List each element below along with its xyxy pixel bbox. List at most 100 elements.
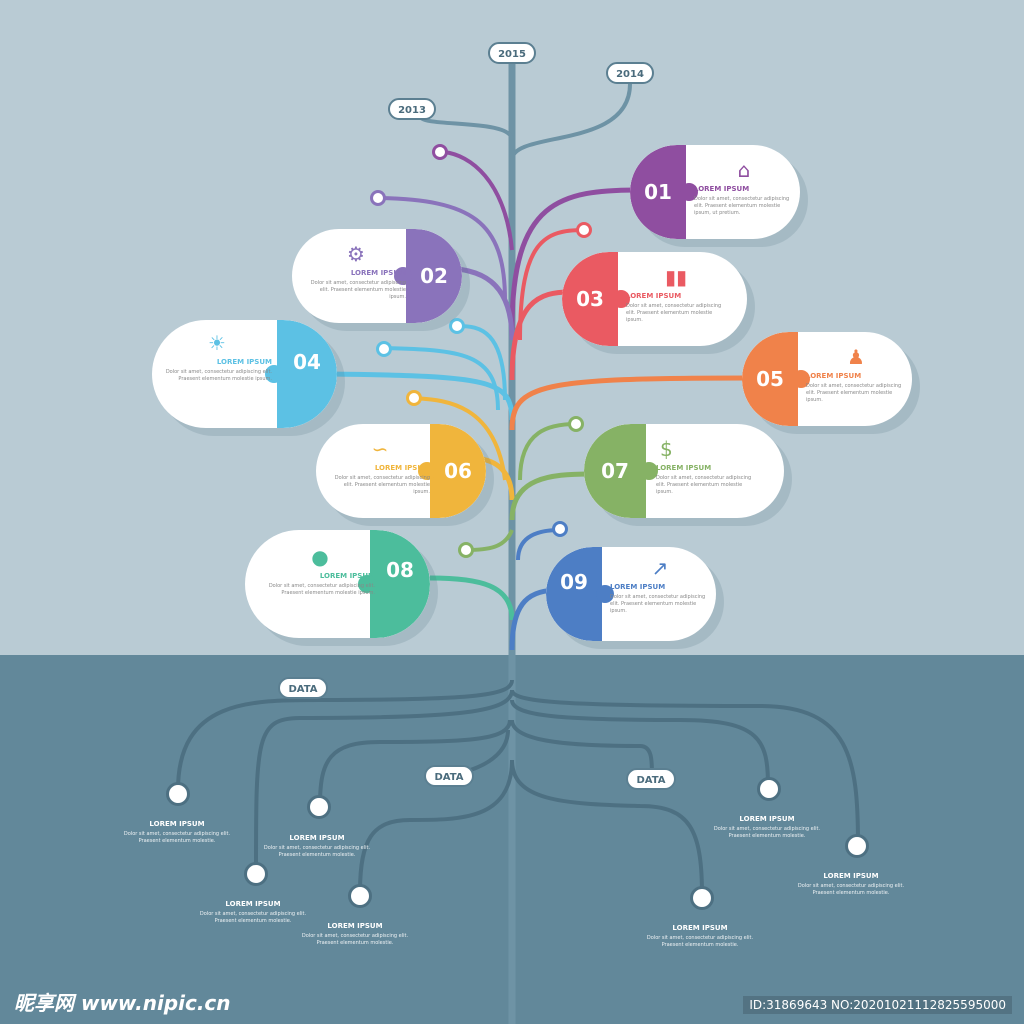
- card-text: Dolor sit amet, consectetur adipiscing e…: [268, 583, 375, 596]
- root-node: [348, 884, 372, 908]
- person-icon: ♟: [847, 345, 865, 369]
- branch-dot: [568, 416, 584, 432]
- home-icon: ⌂: [737, 158, 751, 182]
- card-03: 03 ▮▮ LOREM IPSUM Dolor sit amet, consec…: [562, 252, 747, 346]
- card-text: Dolor sit amet, consectetur adipiscing e…: [165, 369, 272, 382]
- card-text: Dolor sit amet, consectetur adipiscing e…: [694, 196, 790, 216]
- card-number: 02: [420, 264, 448, 288]
- card-heading: LOREM IPSUM: [374, 464, 430, 472]
- year-2013-tag: 2013: [388, 98, 436, 120]
- root-heading: LOREM IPSUM: [672, 924, 728, 932]
- root-node: [307, 795, 331, 819]
- root-label: LOREM IPSUM Dolor sit amet, consectetur …: [645, 924, 755, 949]
- branch-07-twig: [518, 422, 577, 481]
- root-node: [845, 834, 869, 858]
- root-text: Dolor sit amet, consectetur adipiscing e…: [646, 935, 754, 948]
- card-02: 02 ⚙ LOREM IPSUM Dolor sit amet, consect…: [292, 229, 462, 323]
- root-c: [318, 719, 512, 806]
- card-heading: LOREM IPSUM: [806, 372, 862, 380]
- root-label: LOREM IPSUM Dolor sit amet, consectetur …: [262, 834, 372, 859]
- branch-dot: [376, 341, 392, 357]
- branch-dot: [406, 390, 422, 406]
- year-2014-tag: 2014: [606, 62, 654, 84]
- root-label: LOREM IPSUM Dolor sit amet, consectetur …: [122, 820, 232, 845]
- watermark-bar: 昵享网 www.nipic.cn ID:31869643 NO:20201021…: [0, 986, 1024, 1024]
- data-tag: DATA: [424, 765, 474, 787]
- branch-03-twig: [518, 228, 585, 341]
- branch-02-twig: [379, 196, 507, 301]
- card-number: 07: [601, 459, 629, 483]
- root-node: [690, 886, 714, 910]
- card-01: 01 ⌂ LOREM IPSUM Dolor sit amet, consect…: [630, 145, 800, 239]
- card-08: 08 ● LOREM IPSUM Dolor sit amet, consect…: [245, 530, 430, 638]
- card-number: 06: [444, 459, 472, 483]
- root-label: LOREM IPSUM Dolor sit amet, consectetur …: [796, 872, 906, 897]
- branch-08: [429, 575, 515, 621]
- card-text: Dolor sit amet, consectetur adipiscing e…: [610, 594, 706, 614]
- branch-2013: [418, 114, 514, 141]
- root-d: [358, 759, 514, 893]
- year-2015-tag: 2015: [488, 42, 536, 64]
- root-heading: LOREM IPSUM: [225, 900, 281, 908]
- root-text: Dolor sit amet, consectetur adipiscing e…: [301, 933, 409, 946]
- branch-dot: [576, 222, 592, 238]
- card-text: Dolor sit amet, consectetur adipiscing e…: [656, 475, 752, 495]
- root-text: Dolor sit amet, consectetur adipiscing e…: [263, 845, 371, 858]
- root-g: [510, 689, 860, 845]
- root-heading: LOREM IPSUM: [823, 872, 879, 880]
- dollar-icon: $: [660, 437, 673, 461]
- branch-dot: [370, 190, 386, 206]
- root-node: [244, 862, 268, 886]
- root-heading: LOREM IPSUM: [289, 834, 345, 842]
- card-number: 05: [756, 367, 784, 391]
- branch-dot: [432, 144, 448, 160]
- card-heading: LOREM IPSUM: [319, 572, 375, 580]
- root-label: LOREM IPSUM Dolor sit amet, consectetur …: [712, 815, 822, 840]
- card-text: Dolor sit amet, consectetur adipiscing e…: [310, 280, 406, 300]
- root-node: [757, 777, 781, 801]
- card-07: 07 $ LOREM IPSUM Dolor sit amet, consect…: [584, 424, 784, 518]
- root-h: [510, 719, 654, 777]
- root-f: [510, 699, 770, 787]
- card-heading: LOREM IPSUM: [626, 292, 682, 300]
- card-06: 06 ∽ LOREM IPSUM Dolor sit amet, consect…: [316, 424, 486, 518]
- card-heading: LOREM IPSUM: [694, 185, 750, 193]
- card-number: 03: [576, 287, 604, 311]
- branch-04: [329, 371, 515, 421]
- branch-06-twig: [413, 396, 507, 481]
- branch-dot: [552, 521, 568, 537]
- line-chart-icon: ↗: [651, 556, 669, 580]
- branch-07: [509, 471, 591, 521]
- handshake-icon: ∽: [371, 437, 389, 461]
- watermark-site: 昵享网 www.nipic.cn: [14, 991, 231, 1015]
- card-number: 08: [386, 558, 414, 582]
- card-heading: LOREM IPSUM: [610, 583, 666, 591]
- root-node: [166, 782, 190, 806]
- root-heading: LOREM IPSUM: [327, 922, 383, 930]
- branch-2014: [510, 83, 632, 161]
- card-heading: LOREM IPSUM: [656, 464, 712, 472]
- branch-dot: [449, 318, 465, 334]
- card-05: 05 ♟ LOREM IPSUM Dolor sit amet, consect…: [742, 332, 912, 426]
- branch-01: [509, 187, 641, 331]
- root-a: [176, 679, 514, 791]
- card-number: 09: [560, 570, 588, 594]
- root-label: LOREM IPSUM Dolor sit amet, consectetur …: [300, 922, 410, 947]
- root-text: Dolor sit amet, consectetur adipiscing e…: [713, 826, 821, 839]
- card-heading: LOREM IPSUM: [350, 269, 406, 277]
- root-text: Dolor sit amet, consectetur adipiscing e…: [199, 911, 307, 924]
- card-number: 04: [293, 350, 321, 374]
- root-text: Dolor sit amet, consectetur adipiscing e…: [797, 883, 905, 896]
- bar-chart-icon: ▮▮: [664, 265, 687, 289]
- lightbulb-icon: ☀: [208, 331, 226, 355]
- data-tag: DATA: [626, 768, 676, 790]
- card-09: 09 ↗ LOREM IPSUM Dolor sit amet, consect…: [546, 547, 716, 641]
- branch-03: [509, 289, 571, 381]
- data-tag: DATA: [278, 677, 328, 699]
- root-lines: [176, 679, 860, 896]
- root-heading: LOREM IPSUM: [149, 820, 205, 828]
- card-text: Dolor sit amet, consectetur adipiscing e…: [626, 303, 722, 323]
- root-label: LOREM IPSUM Dolor sit amet, consectetur …: [198, 900, 308, 925]
